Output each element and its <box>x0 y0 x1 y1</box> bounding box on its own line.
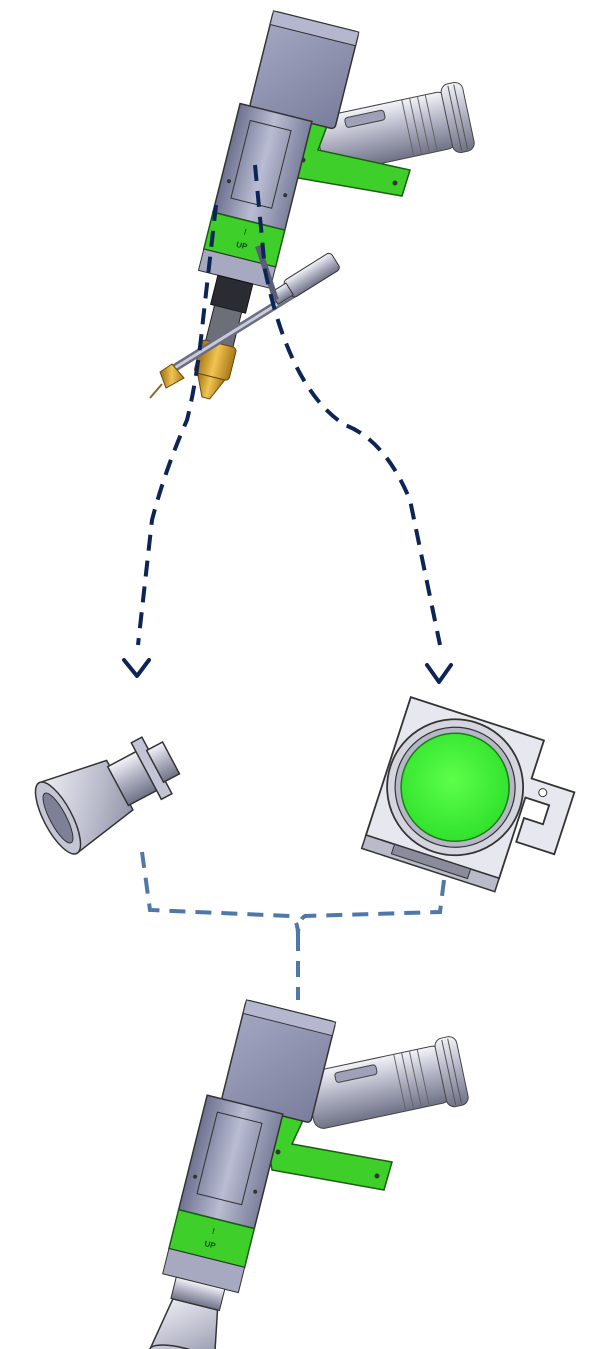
main-body <box>212 102 313 232</box>
connector-from-nozzle <box>140 851 300 936</box>
nozzle-icon <box>34 736 181 855</box>
arrow-to-nozzle <box>136 204 218 646</box>
arrowhead-lens <box>425 663 453 684</box>
arrowhead-nozzle <box>122 658 151 678</box>
lens-green <box>400 732 510 843</box>
housing-marking-1: ! <box>243 227 248 236</box>
handle-cylinder <box>315 81 475 174</box>
housing-marking-2-bottom: UP <box>204 1239 218 1251</box>
handheld-head-cleaning-config: ! UP <box>149 999 469 1349</box>
arrow-to-lens <box>253 164 442 646</box>
cleaning-nozzle <box>34 736 181 855</box>
housing-marking-2: UP <box>235 240 249 252</box>
handheld-head-with-wire-feeder: ! UP <box>149 10 475 400</box>
handle-cylinder-bottom <box>305 1036 469 1129</box>
housing-marking-1-bottom: ! <box>211 1227 216 1236</box>
protective-lens-drawer <box>360 696 576 893</box>
split-arrows <box>136 164 442 646</box>
merge-connector <box>140 851 446 1000</box>
lens-holder-icon <box>360 696 576 893</box>
connector-from-lens <box>296 879 446 936</box>
wire-feeder <box>149 245 340 399</box>
